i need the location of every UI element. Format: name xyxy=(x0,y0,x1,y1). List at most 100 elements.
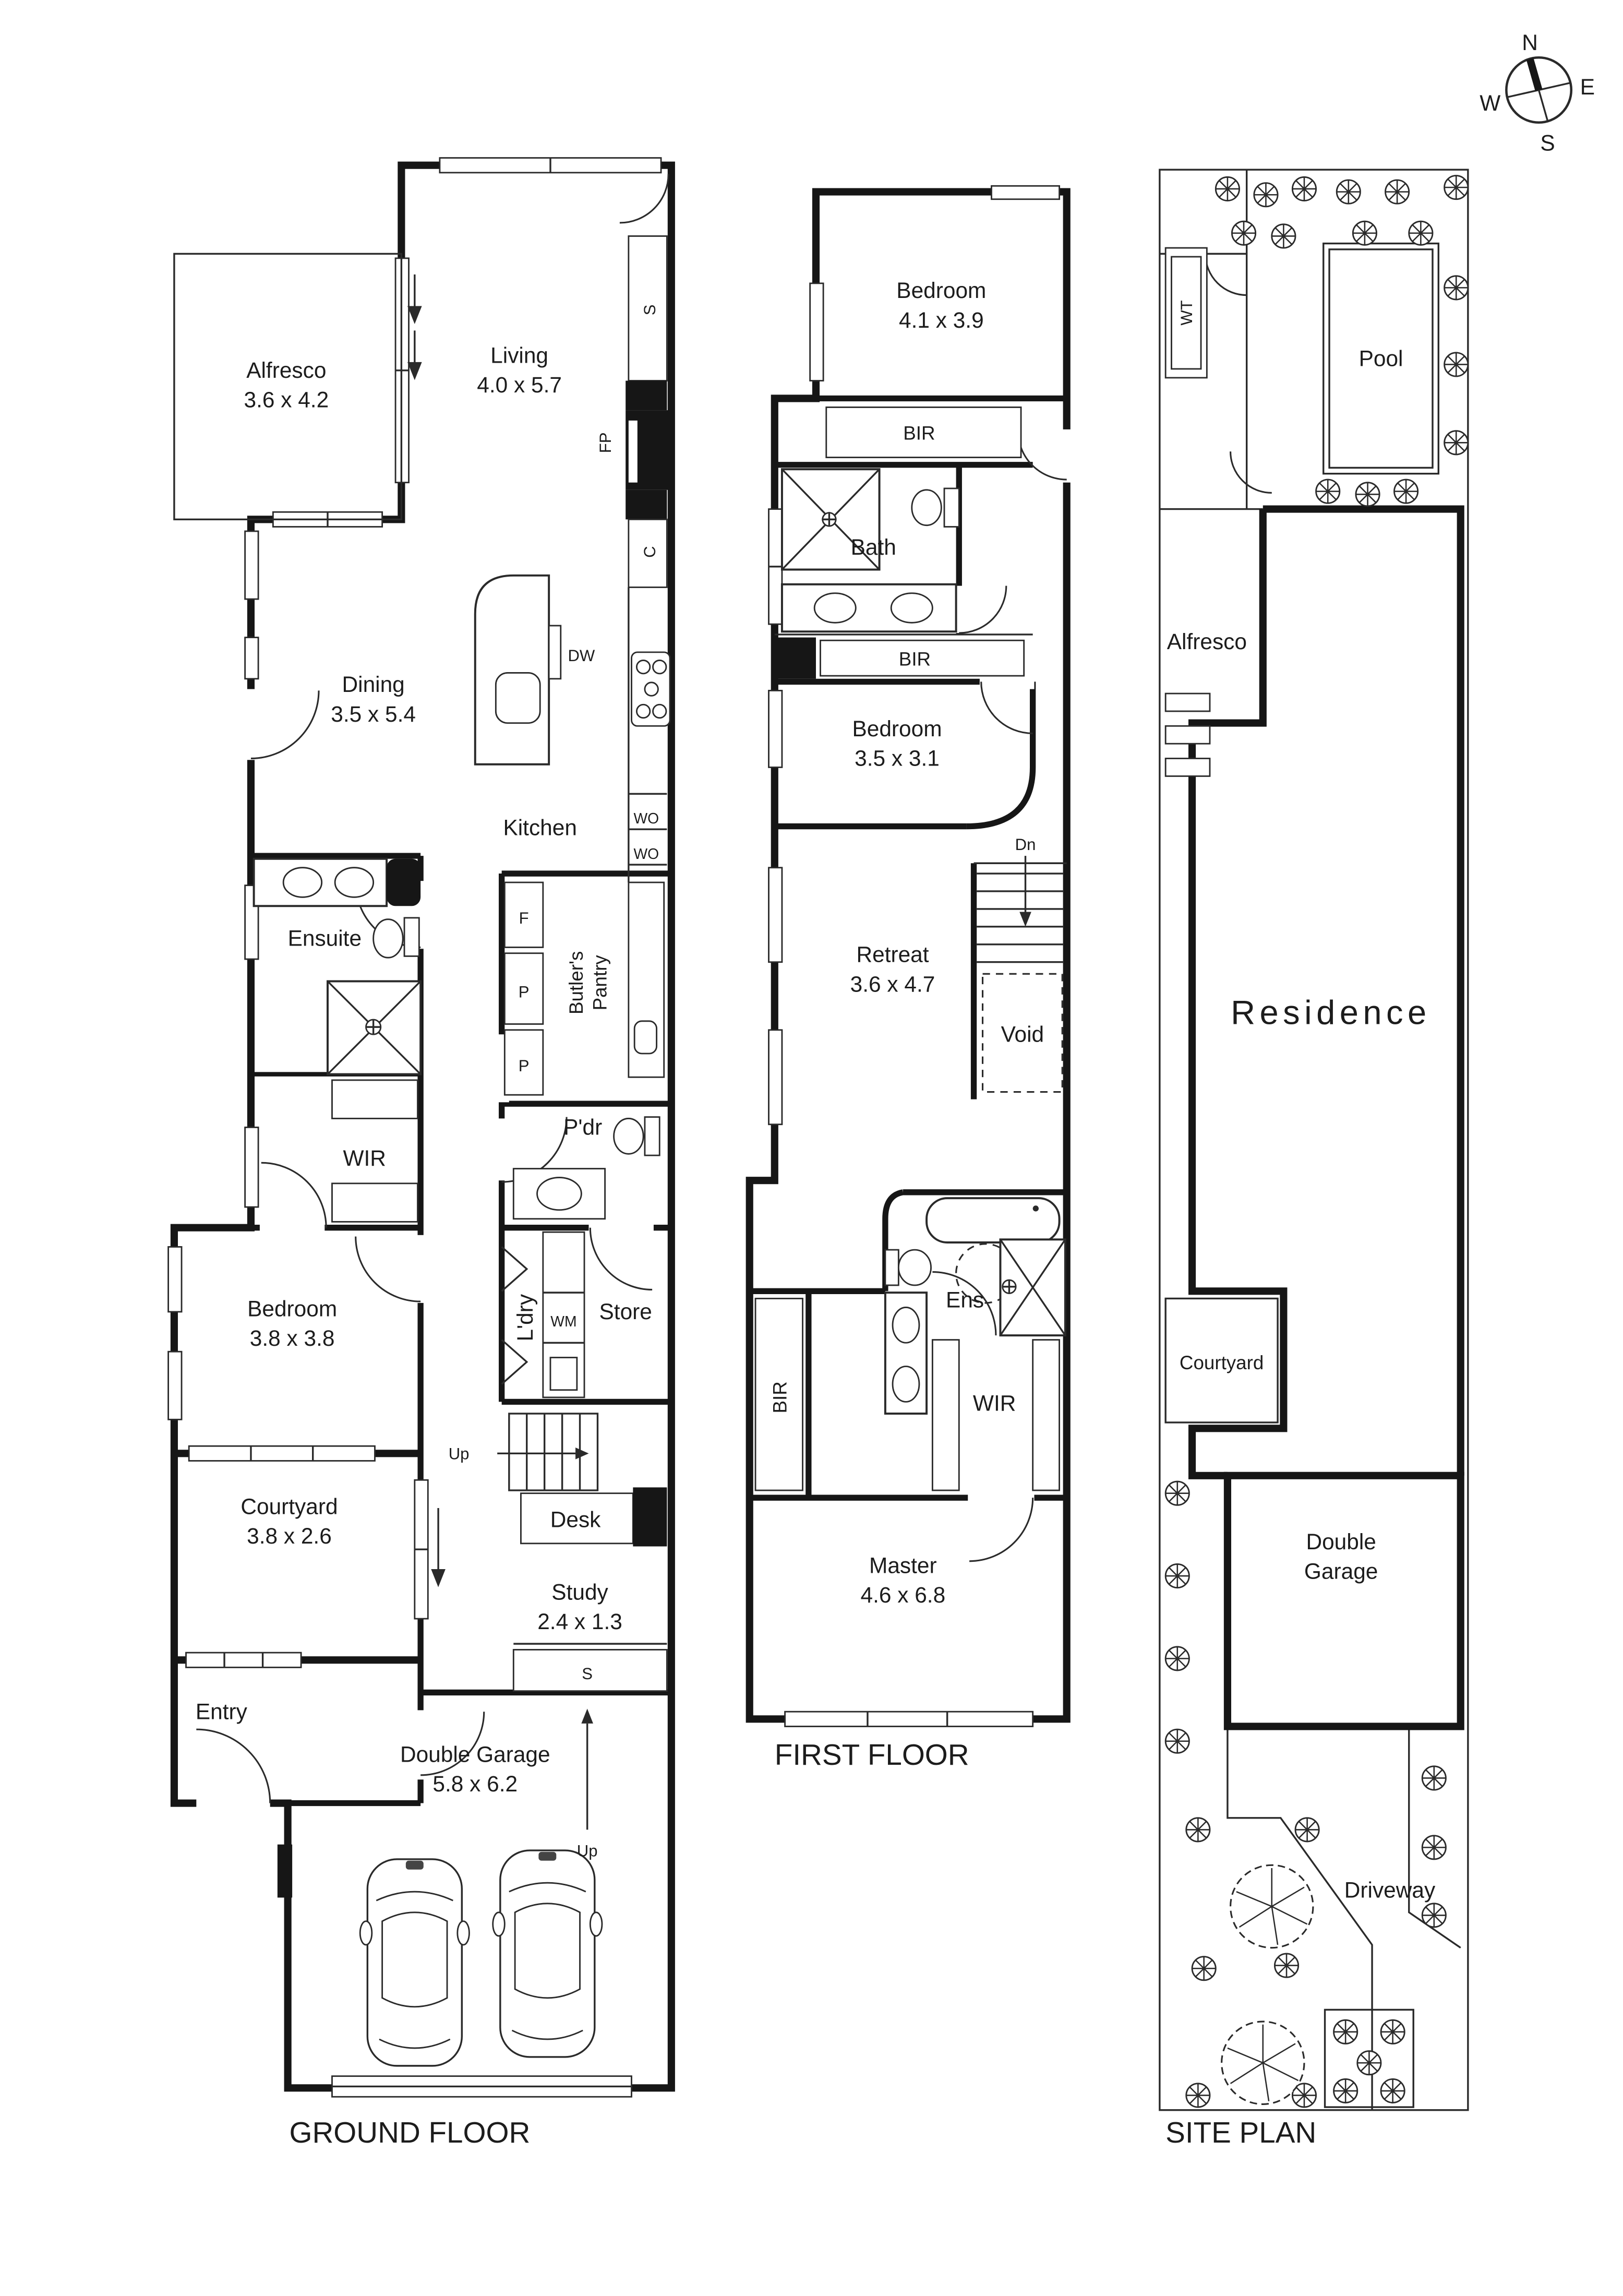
fireplace-label: FP xyxy=(596,432,615,453)
first-floor-title: FIRST FLOOR xyxy=(775,1738,969,1771)
compass-e: E xyxy=(1580,75,1595,99)
site-boundary xyxy=(1159,169,1469,2111)
shrub-icon xyxy=(1444,430,1469,456)
study-closet xyxy=(512,1649,668,1692)
laundry-trough xyxy=(549,1357,578,1391)
residence-label: Residence xyxy=(1231,993,1431,1031)
ff-ens-fixtures xyxy=(884,1197,1066,1491)
site-steps xyxy=(1164,692,1211,777)
compass-rose: N E W S xyxy=(1480,30,1595,155)
car-icon xyxy=(492,1849,603,2058)
shrub-icon xyxy=(1253,182,1279,208)
sink-icon xyxy=(633,1020,657,1055)
washing-machine-label: WM xyxy=(550,1313,576,1330)
up-label: Up xyxy=(577,1841,598,1860)
site-plan: WT Pool Alfresco Residence Courtyard Dou… xyxy=(1159,169,1469,2149)
shrub-icon xyxy=(1421,1835,1447,1860)
wardrobe xyxy=(1032,1339,1060,1491)
ff-bath-fixtures xyxy=(780,468,960,633)
garage-fixtures xyxy=(277,1708,603,2067)
down-arrow-icon xyxy=(1019,912,1031,927)
gf-labels: Alfresco 3.6 x 4.2 Living 4.0 x 5.7 S FP… xyxy=(196,304,659,2148)
pantry-icon xyxy=(503,1029,544,1096)
wardrobe xyxy=(931,1339,960,1491)
butlers-pantry-label-2: Pantry xyxy=(589,955,610,1011)
storage-closet xyxy=(628,235,668,381)
pantry-icon xyxy=(503,952,544,1025)
first-floor-plan: Bedroom 4.1 x 3.9 BIR Bath BIR Bedroom 3… xyxy=(746,185,1074,1771)
wir-label: WIR xyxy=(343,1146,386,1170)
bedroom-label: Bedroom xyxy=(247,1296,337,1321)
ff-stairs xyxy=(977,856,1064,1093)
study-closet-label: S xyxy=(582,1665,593,1683)
powder-label: P'dr xyxy=(563,1115,602,1140)
bir-label: BIR xyxy=(903,423,935,444)
site-courtyard-outline xyxy=(1164,1297,1279,1424)
ff-labels: Bedroom 4.1 x 3.9 BIR Bath BIR Bedroom 3… xyxy=(769,278,1044,1771)
shrub-icon xyxy=(1352,220,1377,246)
bedroom2-label: Bedroom xyxy=(852,716,942,741)
bir-label: BIR xyxy=(899,648,931,669)
basin-icon xyxy=(890,592,933,624)
pantry-label: P xyxy=(519,983,530,1001)
dishwasher-icon xyxy=(548,625,562,680)
basin-icon xyxy=(282,867,323,898)
basin-icon xyxy=(892,1366,920,1403)
ens-label: Ens xyxy=(946,1287,984,1312)
driveway-label: Driveway xyxy=(1344,1878,1436,1903)
bathtub-icon xyxy=(925,1197,1061,1243)
shrub-icon xyxy=(1185,1817,1211,1843)
tree-icon xyxy=(1221,2020,1305,2105)
shrub-icon xyxy=(1336,179,1361,205)
shrub-icon xyxy=(1164,1563,1190,1589)
courtyard-dims: 3.8 x 2.6 xyxy=(247,1524,332,1548)
kitchen-label: Kitchen xyxy=(503,816,576,840)
bifold-door-icon xyxy=(501,1339,528,1385)
kitchen-fixtures xyxy=(474,574,671,883)
retreat-dims: 3.6 x 4.7 xyxy=(850,972,935,996)
site-garage-label-1: Double xyxy=(1306,1529,1376,1554)
cupboard-label: C xyxy=(641,546,659,557)
toilet-icon xyxy=(943,487,960,528)
shrub-icon xyxy=(1333,2078,1358,2103)
void-label: Void xyxy=(1001,1022,1044,1046)
gf-wir-fixtures xyxy=(331,1079,418,1223)
shrub-icon xyxy=(1444,175,1469,200)
bedroom1-label: Bedroom xyxy=(896,278,986,303)
shrub-icon xyxy=(1191,1956,1217,1981)
store-label: Store xyxy=(599,1299,652,1324)
shrub-icon xyxy=(1271,223,1296,249)
dining-label: Dining xyxy=(342,672,405,697)
shrub-icon xyxy=(1356,2050,1382,2076)
up-arrow-icon xyxy=(581,1708,593,1724)
compass-s: S xyxy=(1540,130,1555,155)
shrub-icon xyxy=(1421,1903,1447,1928)
entry-label: Entry xyxy=(196,1699,248,1724)
butlers-pantry-label-1: Butler's xyxy=(566,951,587,1014)
toilet-icon xyxy=(403,917,420,957)
site-plan-title: SITE PLAN xyxy=(1165,2116,1316,2149)
wir-label: WIR xyxy=(973,1391,1016,1415)
shrub-icon xyxy=(1164,1728,1190,1754)
bir-label: BIR xyxy=(769,1381,790,1413)
void-outline xyxy=(981,973,1063,1093)
toilet-icon xyxy=(644,1116,660,1156)
down-label: Dn xyxy=(1015,835,1036,854)
basin-icon xyxy=(892,1306,920,1344)
gf-ensuite-fixtures xyxy=(253,857,422,1075)
water-tank xyxy=(1164,247,1208,379)
compass-w: W xyxy=(1480,91,1500,115)
shrub-icon xyxy=(1380,2019,1405,2044)
meter-box xyxy=(277,1844,293,1898)
pantry-label: P xyxy=(519,1057,530,1075)
dining-dims: 3.5 x 5.4 xyxy=(331,702,416,726)
pool xyxy=(1323,242,1439,475)
master-label: Master xyxy=(869,1553,937,1577)
alfresco-label: Alfresco xyxy=(246,358,326,382)
kitchen-island xyxy=(474,574,550,766)
cupboard xyxy=(628,518,668,588)
planter-box xyxy=(1324,2008,1414,2108)
master-dims: 4.6 x 6.8 xyxy=(860,1583,945,1607)
gf-alfresco-outline xyxy=(173,253,403,521)
